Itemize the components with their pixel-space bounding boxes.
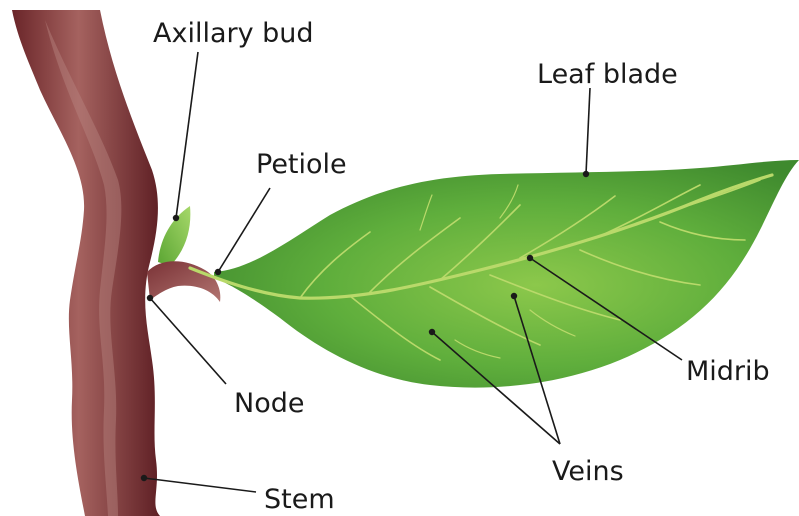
axillary-bud-shape bbox=[158, 206, 190, 266]
node-label: Node bbox=[234, 388, 304, 419]
leaf-blade-leader bbox=[586, 88, 590, 174]
stem-dot bbox=[141, 475, 147, 481]
veins-dot-2 bbox=[511, 293, 517, 299]
stem-label: Stem bbox=[264, 484, 335, 515]
petiole-label: Petiole bbox=[256, 149, 347, 180]
leaf-blade-dot bbox=[583, 171, 589, 177]
midrib-label: Midrib bbox=[686, 356, 770, 387]
stem-leader bbox=[144, 478, 256, 492]
axillary-bud-leader bbox=[176, 52, 198, 218]
veins-label: Veins bbox=[552, 456, 624, 487]
veins-dot-1 bbox=[429, 329, 435, 335]
node-shape bbox=[147, 261, 220, 302]
node-leader bbox=[150, 298, 226, 384]
petiole-dot bbox=[215, 269, 221, 275]
axillary-bud-label: Axillary bud bbox=[153, 18, 314, 49]
node-dot bbox=[147, 295, 153, 301]
axillary-bud-dot bbox=[173, 215, 179, 221]
stem-shape bbox=[12, 10, 160, 516]
midrib-dot bbox=[527, 255, 533, 261]
leaf-blade-label: Leaf blade bbox=[537, 59, 678, 90]
